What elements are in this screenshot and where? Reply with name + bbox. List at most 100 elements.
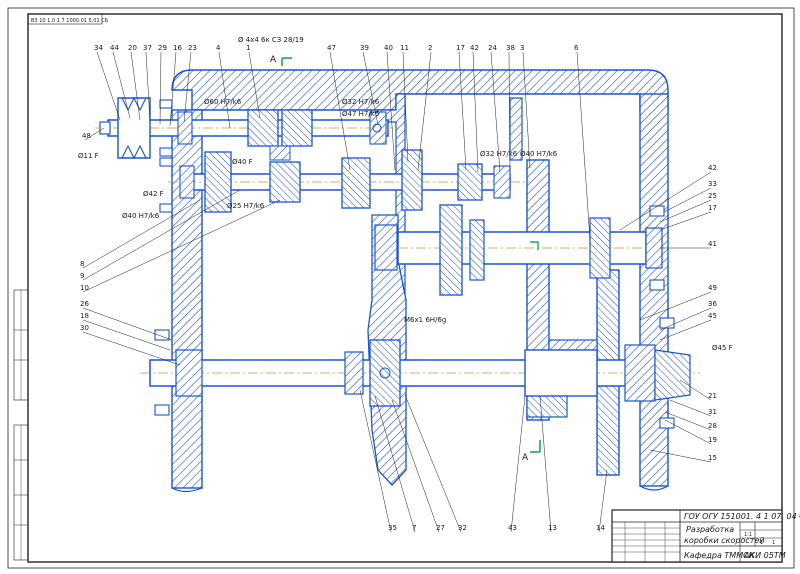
title-block-sheet: 1 — [760, 540, 763, 546]
callout-leader — [510, 395, 526, 533]
callout-number: 25 — [708, 192, 717, 200]
callout-number: 18 — [80, 312, 89, 320]
shaft-4-spindle — [140, 317, 700, 429]
callout-leader — [404, 394, 462, 533]
callout-leader — [402, 51, 409, 163]
dim-label: Ø40 H7/k6 — [520, 150, 558, 158]
dim-label: Ø32 H7/k6 — [342, 98, 380, 106]
callout-number: 39 — [360, 44, 369, 52]
callout-leader — [159, 51, 162, 125]
callout-number: 21 — [708, 392, 717, 400]
outer-frame — [7, 7, 795, 569]
callout-number: 23 — [188, 44, 197, 52]
callout-number: 17 — [708, 204, 717, 212]
callout-leader — [386, 51, 396, 171]
callout-number: 31 — [708, 408, 717, 416]
callout-number: 41 — [708, 240, 717, 248]
callout-number: 3 — [520, 44, 524, 52]
callout-leader — [82, 331, 181, 366]
callout-leader — [362, 51, 379, 126]
callout-number: 49 — [708, 284, 717, 292]
callout-leader — [82, 189, 241, 281]
callout-leader — [145, 51, 151, 123]
dim-label: Ø45 F — [712, 344, 733, 352]
callout-number: 35 — [388, 524, 397, 532]
callout-leader — [663, 187, 712, 213]
callout-leader — [112, 51, 131, 119]
callout-number: 6 — [574, 44, 579, 52]
callout-leader — [659, 307, 712, 331]
callout-number: 8 — [80, 260, 84, 268]
shaft-3 — [374, 204, 668, 296]
section-marker-top: А — [270, 55, 292, 66]
callout-leader — [679, 379, 712, 401]
callout-number: 40 — [384, 44, 393, 52]
title-block-title-2: коробки скоростей — [684, 536, 764, 545]
callout-number: 24 — [488, 44, 497, 52]
dim-label: Ø42 F — [143, 190, 164, 198]
callout-leader — [619, 171, 712, 231]
callout-number: 7 — [412, 524, 416, 532]
dim-label: Ø40 H7/k6 — [122, 212, 160, 220]
callout-leader — [508, 51, 511, 171]
callout-leader — [82, 307, 173, 341]
callout-leader — [391, 399, 440, 533]
callout-number: 32 — [458, 524, 467, 532]
callout-leader — [169, 51, 177, 127]
callout-leader — [659, 211, 712, 231]
callout-leader — [359, 389, 392, 533]
callout-leader — [664, 411, 712, 431]
callout-leader — [329, 51, 351, 171]
title-block-scale: 1:1 — [744, 532, 752, 538]
callout-leader — [669, 399, 712, 417]
callout-number: 42 — [470, 44, 479, 52]
shaft-2 — [159, 149, 530, 213]
title-block-title-1: Разработка — [686, 525, 734, 534]
callout-number: 26 — [80, 300, 89, 308]
callout-number: 2 — [428, 44, 432, 52]
callout-number: 9 — [80, 272, 84, 280]
callout-leader — [218, 51, 231, 129]
callout-leader — [96, 51, 121, 121]
callout-number: 11 — [400, 44, 409, 52]
callout-number: 38 — [506, 44, 515, 52]
callout-leader — [639, 291, 712, 321]
callout-number: 15 — [708, 454, 717, 462]
callout-leader — [84, 127, 105, 141]
title-block: ГОУ ОГУ 151001. 4 1 07. 04 СБ Разработка… — [611, 509, 800, 563]
callout-number: 44 — [110, 44, 119, 52]
dim-label: Ø25 H7/k6 — [227, 202, 265, 210]
callout-leader — [598, 469, 608, 533]
gear-3-large — [526, 159, 620, 476]
dim-label: Ø47 H7/k6 — [342, 110, 380, 118]
callout-number: 14 — [596, 524, 605, 532]
callout-leader — [649, 449, 712, 463]
callout-leader — [576, 51, 591, 241]
callout-number: 1 — [246, 44, 250, 52]
callout-leader — [82, 199, 281, 293]
note-top: Ø 4x4 6к СЗ 28/19 — [238, 36, 304, 44]
callout-number: 36 — [708, 300, 717, 308]
callout-leader — [82, 199, 201, 269]
callout-number: 28 — [708, 422, 717, 430]
callout-leader — [659, 199, 712, 223]
dim-label: Ø11 F — [78, 152, 99, 160]
callout-leader — [664, 419, 712, 445]
top-code-text: ВЗ 10 1.0 1 7 1000.01 5.01 СБ — [31, 18, 109, 24]
section-label-bottom: А — [522, 453, 529, 463]
title-block-group: АКИ 05ТМ — [743, 551, 786, 560]
callout-leader — [130, 51, 141, 121]
callout-number: 13 — [548, 524, 557, 532]
callout-number: 16 — [173, 44, 182, 52]
callout-number: 34 — [94, 44, 103, 52]
callout-number: 10 — [80, 284, 89, 292]
callout-leader — [417, 51, 432, 171]
callout-leader — [183, 51, 192, 123]
callout-number: 27 — [436, 524, 445, 532]
callout-leader — [248, 51, 261, 119]
callout-number: 17 — [456, 44, 465, 52]
callout-leader — [522, 51, 531, 169]
section-label-top: А — [270, 55, 277, 65]
